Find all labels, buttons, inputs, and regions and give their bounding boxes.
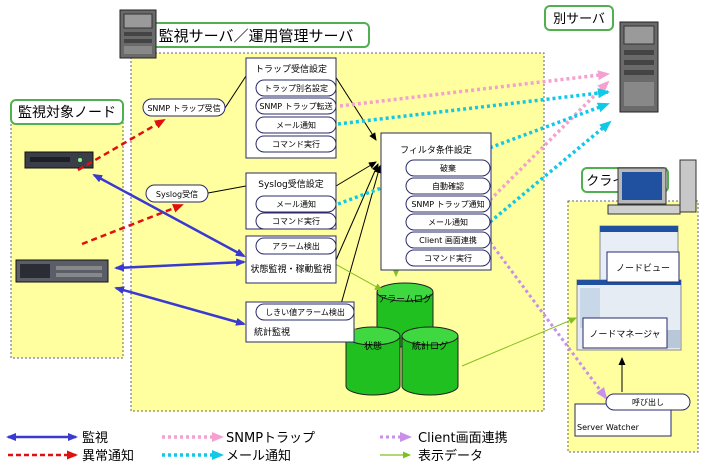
client-pc-icon xyxy=(607,159,697,215)
legend-monitor-label: 監視 xyxy=(82,430,108,446)
trap-receive-title: トラップ受信設定 xyxy=(255,63,327,75)
syslog-mail-pill xyxy=(255,195,337,213)
alarm-detect-pill xyxy=(255,237,337,255)
filter-snmp-label: SNMP トラップ通知 xyxy=(411,199,484,209)
network-switch-icon xyxy=(24,151,94,169)
node-manager-box xyxy=(582,317,668,349)
status-monitor-title: 状態監視・稼動監視 xyxy=(250,263,331,275)
syslog-receive-pill xyxy=(145,184,209,203)
call-pill xyxy=(605,393,691,411)
node-view-label: ノードビュー xyxy=(616,263,670,274)
filter-mail-pill xyxy=(405,213,491,231)
filter-discard-pill xyxy=(405,159,491,177)
legend: 監視 異常通知 SNMPトラップ メール通知 Client画面連携 表示データ xyxy=(6,430,508,464)
snmp-trap-forward-label: SNMP トラップ転送 xyxy=(259,101,332,111)
filter-command-label: コマンド実行 xyxy=(424,253,472,263)
syslog-command-label: コマンド実行 xyxy=(272,216,320,226)
db-alarm-log-label: アラームログ xyxy=(378,293,432,305)
snmp-trap-arrows xyxy=(339,70,610,202)
monitor-server-icon xyxy=(119,9,157,59)
filter-autoconfirm-pill xyxy=(405,177,491,195)
db-state-label: 状態 xyxy=(364,340,382,352)
database-state xyxy=(345,326,401,396)
filter-discard-label: 破棄 xyxy=(440,163,456,173)
threshold-alarm-label: しきい値アラーム検出 xyxy=(265,307,345,317)
legend-client-label: Client画面連携 xyxy=(418,430,508,446)
threshold-alarm-pill xyxy=(255,303,355,321)
node-manager-label: ノードマネージャ xyxy=(589,329,660,340)
filter-client-pill xyxy=(405,231,491,249)
snmp-trap-receive-pill xyxy=(142,98,226,117)
legend-mail-label: メール通知 xyxy=(226,448,291,464)
trap-command-pill xyxy=(255,135,337,153)
other-server-icon xyxy=(619,21,659,113)
database-stat-log xyxy=(401,326,459,396)
other-server-label: 別サーバ xyxy=(553,12,605,27)
db-stat-log-label: 統計ログ xyxy=(412,340,448,352)
monitor-server-label: 監視サーバ／運用管理サーバ xyxy=(159,27,354,45)
legend-snmp-label: SNMPトラップ xyxy=(226,431,315,446)
trap-alias-label: トラップ別名設定 xyxy=(264,83,328,93)
trap-mail-label: メール通知 xyxy=(276,120,316,130)
filter-autoconfirm-label: 自動確認 xyxy=(432,181,464,191)
target-nodes-label: 監視対象ノード xyxy=(18,104,116,121)
legend-display-label: 表示データ xyxy=(418,448,483,464)
snmp-trap-forward-pill xyxy=(255,97,337,115)
filter-mail-label: メール通知 xyxy=(428,217,468,227)
syslog-command-pill xyxy=(255,212,337,230)
filter-client-label: Client 画面連携 xyxy=(419,235,477,245)
legend-abnormal-label: 異常通知 xyxy=(82,448,134,464)
call-label: 呼び出し xyxy=(632,397,664,407)
other-server-label-box xyxy=(544,5,614,31)
abnormal-arrows xyxy=(77,118,184,246)
monitor-arrows xyxy=(92,173,246,326)
target-nodes-label-box xyxy=(10,99,124,125)
mail-arrows xyxy=(337,88,612,224)
syslog-receive-label: Syslog受信 xyxy=(156,189,198,199)
alarm-detect-label: アラーム検出 xyxy=(272,241,320,251)
client-link-arrow xyxy=(488,241,608,400)
filter-snmp-pill xyxy=(405,195,491,213)
stat-monitor-title: 統計監視 xyxy=(254,326,290,338)
snmp-trap-receive-label: SNMP トラップ受信 xyxy=(147,103,220,113)
syslog-mail-label: メール通知 xyxy=(276,199,316,209)
trap-mail-pill xyxy=(255,116,337,134)
rack-server-icon xyxy=(15,259,109,283)
node-view-box xyxy=(606,251,680,283)
filter-title: フィルタ条件設定 xyxy=(400,144,472,156)
syslog-receive-title: Syslog受信設定 xyxy=(258,178,323,190)
server-watcher-label: Server Watcher xyxy=(577,423,640,432)
filter-command-pill xyxy=(405,249,491,267)
trap-command-label: コマンド実行 xyxy=(272,139,320,149)
trap-alias-pill xyxy=(255,79,337,97)
